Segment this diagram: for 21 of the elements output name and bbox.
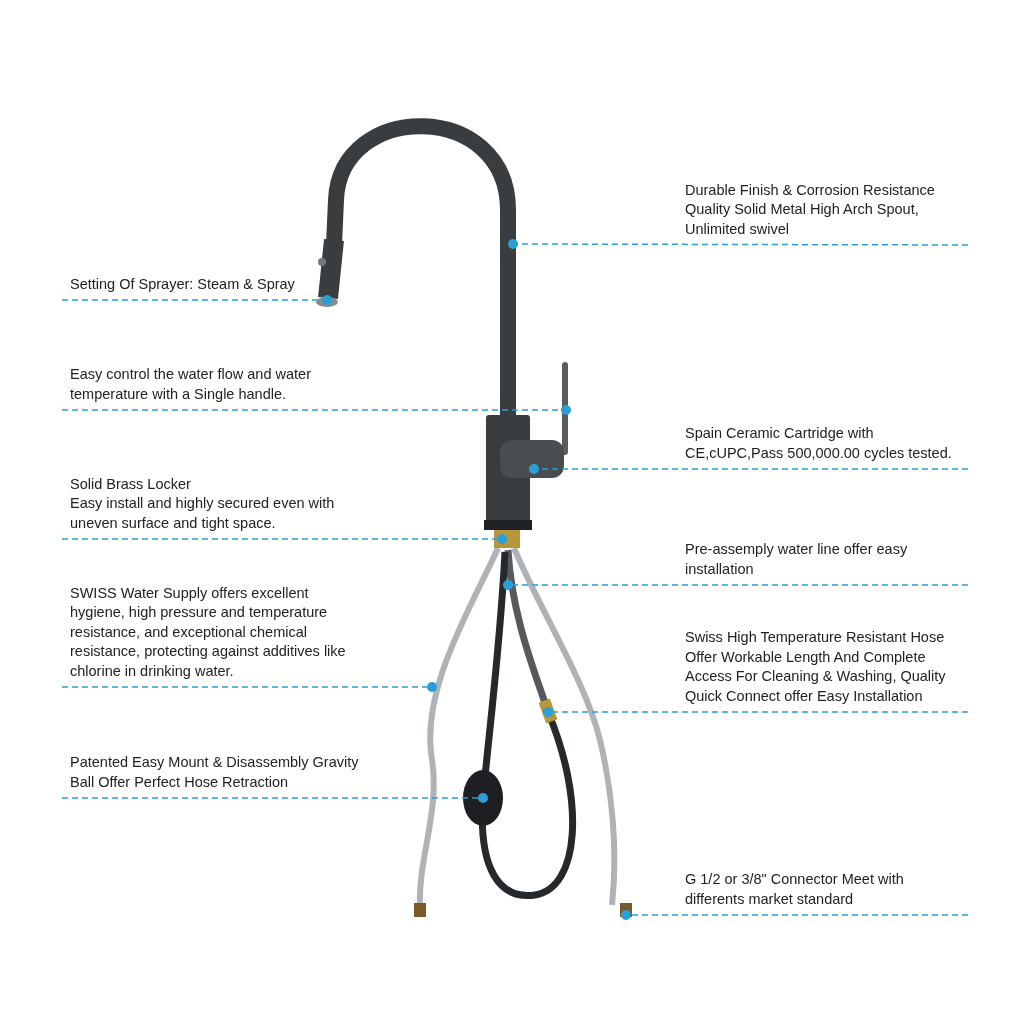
callout-text: Pre-assemply water line offer easy installation	[685, 540, 909, 579]
callout-text: Patented Easy Mount & Disassembly Gravity Ball Offer Perfect Hose Retraction	[70, 753, 360, 792]
callout-text: Setting Of Sprayer: Steam & Spray	[70, 274, 296, 294]
leader-line	[61, 682, 437, 692]
leader-line	[61, 793, 488, 803]
callout-text: Solid Brass Locker	[70, 474, 192, 494]
callout-text: Durable Finish & Corrosion Resistance Quality Solid Metal High Arch Spout, Unlimited swivel	[685, 180, 936, 239]
callout-text: Easy control the water flow and water temperature with a Single handle.	[70, 365, 312, 404]
leader-line	[61, 295, 332, 305]
leader-line	[61, 405, 571, 415]
leader-line	[529, 464, 969, 474]
callout-text: G 1/2 or 3/8" Connector Meet with differents market standard	[685, 870, 905, 909]
leader-line	[621, 910, 969, 920]
leader-line	[508, 239, 969, 249]
callout-text: Swiss High Temperature Resistant Hose Offer Workable Length And Complete Access For Cleaning & Washing, Quality Quick Connect offer Easy Installation	[685, 628, 947, 706]
leader-line	[543, 707, 969, 717]
leader-line	[503, 580, 969, 590]
callout-text: SWISS Water Supply offers excellent hygiene, high pressure and temperature resistance, and exceptional chemical resistance, protecting against additives like chlorine in drinking water.	[70, 583, 347, 681]
leader-line	[61, 534, 507, 544]
callout-text: Easy install and highly secured even with uneven surface and tight space.	[70, 494, 336, 533]
callout-text: Spain Ceramic Cartridge with CE,cUPC,Pass 500,000.00 cycles tested.	[685, 424, 953, 463]
